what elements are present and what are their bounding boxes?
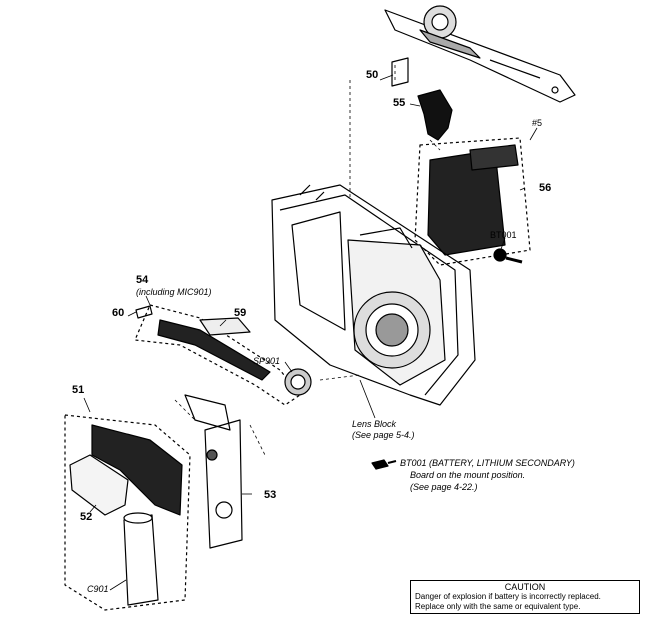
caution-box: CAUTION Danger of explosion if battery i…: [410, 580, 640, 614]
leader-lines: [83, 74, 538, 591]
part-52-cover: [69, 454, 129, 516]
label-part-50: 50: [366, 69, 379, 81]
label-part-51: 51: [72, 384, 85, 396]
main-frame: [271, 184, 476, 406]
label-part-59: 59: [234, 307, 247, 319]
assembly-guides: [174, 62, 441, 456]
part-59-sheet: [199, 317, 251, 336]
label-lens-block-ref: (See page 5-4.): [352, 430, 415, 440]
label-part-54: 54: [136, 274, 149, 286]
capacitor-c901: [123, 512, 159, 606]
label-part-55: 55: [393, 97, 406, 109]
battery-note-line1: BT001 (BATTERY, LITHIUM SECONDARY): [400, 458, 575, 468]
label-part-52: 52: [80, 511, 93, 523]
label-bt001: BT001: [490, 230, 517, 240]
top-flex-board: [384, 5, 576, 103]
part-60-piece: [135, 305, 153, 319]
part-54-flex: [134, 304, 301, 406]
caution-line2: Replace only with the same or equivalent…: [415, 602, 581, 611]
label-part-56: 56: [539, 182, 552, 194]
part-56-board: [414, 137, 531, 266]
label-screw-5: #5: [532, 118, 543, 128]
speaker-sp901: [284, 368, 312, 396]
caution-line1: Danger of explosion if battery is incorr…: [415, 592, 601, 601]
label-part-53: 53: [264, 489, 277, 501]
part-50-sheet: [391, 57, 409, 87]
label-sp901: SP901: [253, 356, 281, 366]
battery-note-line2: Board on the mount position.: [410, 470, 526, 480]
part-53-bracket: [184, 394, 243, 549]
part-55-bracket: [417, 89, 453, 141]
battery-marker-icon: [371, 459, 397, 470]
battery-note-line3: (See page 4-22.): [410, 482, 478, 492]
label-c901: C901: [87, 584, 109, 594]
label-part-54-sub: (including MIC901): [136, 287, 212, 297]
caution-title: CAUTION: [504, 582, 546, 592]
part-51-board: [64, 414, 191, 611]
label-part-60: 60: [112, 307, 125, 319]
label-lens-block: Lens Block: [352, 419, 397, 429]
